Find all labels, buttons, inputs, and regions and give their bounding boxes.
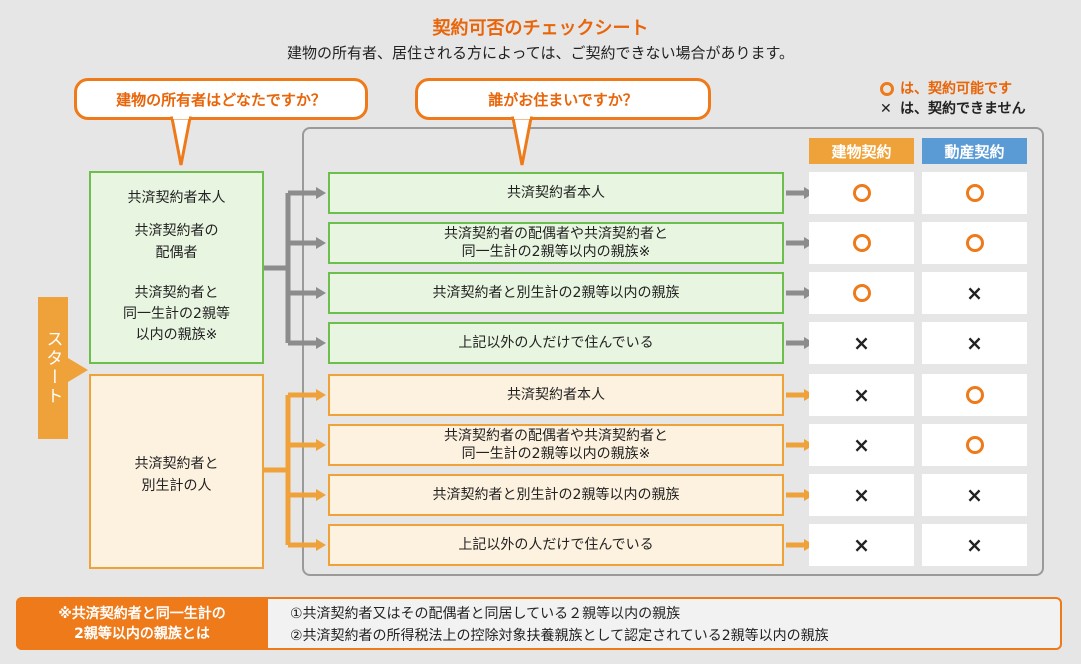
resident-row: 上記以外の人だけで住んでいる bbox=[328, 322, 784, 364]
legend-ng: ✕ は、契約できません bbox=[880, 98, 1026, 118]
cross-icon: × bbox=[853, 433, 870, 457]
resident-row: 共済契約者の配偶者や共済契約者と同一生計の2親等以内の親族※ bbox=[328, 424, 784, 466]
owner-bubble-tail bbox=[170, 116, 192, 166]
owner-group-orange: 共済契約者と 別生計の人 bbox=[89, 374, 264, 569]
property-result-cell: × bbox=[922, 524, 1027, 566]
property-contract-label: 動産契約 bbox=[944, 142, 1005, 161]
resident-row-text: 共済契約者の配偶者や共済契約者と bbox=[444, 226, 668, 242]
legend-ok-text: は、契約可能です bbox=[900, 81, 1012, 97]
property-result-cell: × bbox=[922, 272, 1027, 314]
branch-arrowhead bbox=[316, 337, 326, 349]
property-result-cell bbox=[922, 172, 1027, 214]
building-result-cell: × bbox=[809, 424, 914, 466]
cross-icon: × bbox=[966, 281, 983, 305]
footnote-title: ※共済契約者と同一生計の 2親等以内の親族とは bbox=[16, 597, 268, 650]
circle-icon bbox=[852, 234, 871, 252]
branch-arrowhead bbox=[316, 489, 326, 501]
footnote-title-line: ※共済契約者と同一生計の bbox=[58, 605, 226, 622]
building-result-cell: × bbox=[809, 374, 914, 416]
circle-icon bbox=[852, 184, 871, 202]
owner-line: 配偶者 bbox=[155, 245, 198, 261]
circle-icon bbox=[852, 284, 871, 302]
building-result-cell bbox=[809, 272, 914, 314]
footnote-title-line: 2親等以内の親族とは bbox=[74, 625, 210, 642]
cross-icon: × bbox=[966, 533, 983, 557]
building-result-cell bbox=[809, 222, 914, 264]
branch-arrowhead bbox=[316, 287, 326, 299]
start-label: スタート bbox=[38, 297, 68, 439]
building-result-cell: × bbox=[809, 322, 914, 364]
resident-bubble-tail-cover bbox=[514, 113, 530, 119]
legend-ok: は、契約可能です bbox=[880, 78, 1012, 98]
footnote-item-1: ①共済契約者又はその配偶者と同居している２親等以内の親族 bbox=[290, 606, 681, 622]
footnote-item-2: ②共済契約者の所得税法上の控除対象扶養親族として認定されている2親等以内の親族 bbox=[290, 628, 829, 644]
branch-arrowhead bbox=[316, 539, 326, 551]
page-subtitle: 建物の所有者、居住される方によっては、ご契約できない場合があります。 bbox=[286, 44, 794, 62]
resident-row-text: 共済契約者本人 bbox=[507, 185, 605, 201]
resident-row-text: 共済契約者と別生計の2親等以内の親族 bbox=[432, 285, 680, 301]
owner-line: 共済契約者と bbox=[134, 285, 219, 301]
property-contract-header: 動産契約 bbox=[922, 138, 1027, 164]
building-result-cell: × bbox=[809, 474, 914, 516]
resident-row-text: 上記以外の人だけで住んでいる bbox=[458, 537, 654, 553]
resident-row: 共済契約者の配偶者や共済契約者と同一生計の2親等以内の親族※ bbox=[328, 222, 784, 264]
circle-icon bbox=[965, 386, 984, 404]
start-arrowhead bbox=[68, 358, 88, 382]
resident-row-text: 共済契約者と別生計の2親等以内の親族 bbox=[432, 487, 680, 503]
owner-question-text: 建物の所有者はどなたですか？ bbox=[116, 90, 326, 109]
cross-icon: × bbox=[966, 483, 983, 507]
circle-icon bbox=[965, 436, 984, 454]
circle-icon bbox=[965, 234, 984, 252]
resident-row: 上記以外の人だけで住んでいる bbox=[328, 524, 784, 566]
branch-arrowhead bbox=[316, 439, 326, 451]
resident-question-text: 誰がお住まいですか？ bbox=[488, 90, 638, 109]
property-result-cell: × bbox=[922, 322, 1027, 364]
resident-row-text: 同一生計の2親等以内の親族※ bbox=[461, 446, 651, 462]
building-result-cell: × bbox=[809, 524, 914, 566]
resident-row: 共済契約者と別生計の2親等以内の親族 bbox=[328, 272, 784, 314]
owner-question-bubble: 建物の所有者はどなたですか？ bbox=[74, 78, 368, 120]
page-title: 契約可否のチェックシート bbox=[432, 18, 649, 39]
property-result-cell: × bbox=[922, 474, 1027, 516]
cross-icon: × bbox=[966, 331, 983, 355]
owner-line: 共済契約者の bbox=[134, 223, 219, 239]
cross-icon: ✕ bbox=[880, 101, 892, 117]
resident-question-bubble: 誰がお住まいですか？ bbox=[415, 78, 711, 120]
resident-row: 共済契約者と別生計の2親等以内の親族 bbox=[328, 474, 784, 516]
cross-icon: × bbox=[853, 533, 870, 557]
resident-bubble-tail bbox=[511, 116, 533, 166]
owner-line: 別生計の人 bbox=[141, 478, 212, 494]
resident-row: 共済契約者本人 bbox=[328, 374, 784, 416]
owner-line: 以内の親族※ bbox=[135, 327, 218, 343]
building-contract-header: 建物契約 bbox=[809, 138, 914, 164]
building-contract-label: 建物契約 bbox=[831, 142, 892, 161]
resident-frame bbox=[302, 127, 1044, 576]
cross-icon: × bbox=[853, 383, 870, 407]
owner-bubble-tail-cover bbox=[173, 113, 189, 119]
property-result-cell bbox=[922, 424, 1027, 466]
owner-line: 共済契約者本人 bbox=[127, 190, 226, 206]
resident-row-text: 共済契約者本人 bbox=[507, 387, 605, 403]
resident-row: 共済契約者本人 bbox=[328, 172, 784, 214]
building-result-cell bbox=[809, 172, 914, 214]
circle-icon bbox=[880, 82, 894, 96]
cross-icon: × bbox=[853, 483, 870, 507]
resident-row-text: 上記以外の人だけで住んでいる bbox=[458, 335, 654, 351]
circle-icon bbox=[965, 184, 984, 202]
owner-line: 同一生計の2親等 bbox=[123, 306, 230, 322]
property-result-cell bbox=[922, 222, 1027, 264]
property-result-cell bbox=[922, 374, 1027, 416]
resident-row-text: 共済契約者の配偶者や共済契約者と bbox=[444, 428, 668, 444]
resident-row-text: 同一生計の2親等以内の親族※ bbox=[461, 244, 651, 260]
legend-ng-text: は、契約できません bbox=[900, 101, 1026, 117]
owner-group-green: 共済契約者本人 共済契約者の 配偶者 共済契約者と 同一生計の2親等 以内の親族… bbox=[89, 171, 264, 364]
branch-arrowhead bbox=[316, 389, 326, 401]
branch-arrowhead bbox=[316, 187, 326, 199]
branch-arrowhead bbox=[316, 237, 326, 249]
owner-line: 共済契約者と bbox=[134, 456, 219, 472]
cross-icon: × bbox=[853, 331, 870, 355]
